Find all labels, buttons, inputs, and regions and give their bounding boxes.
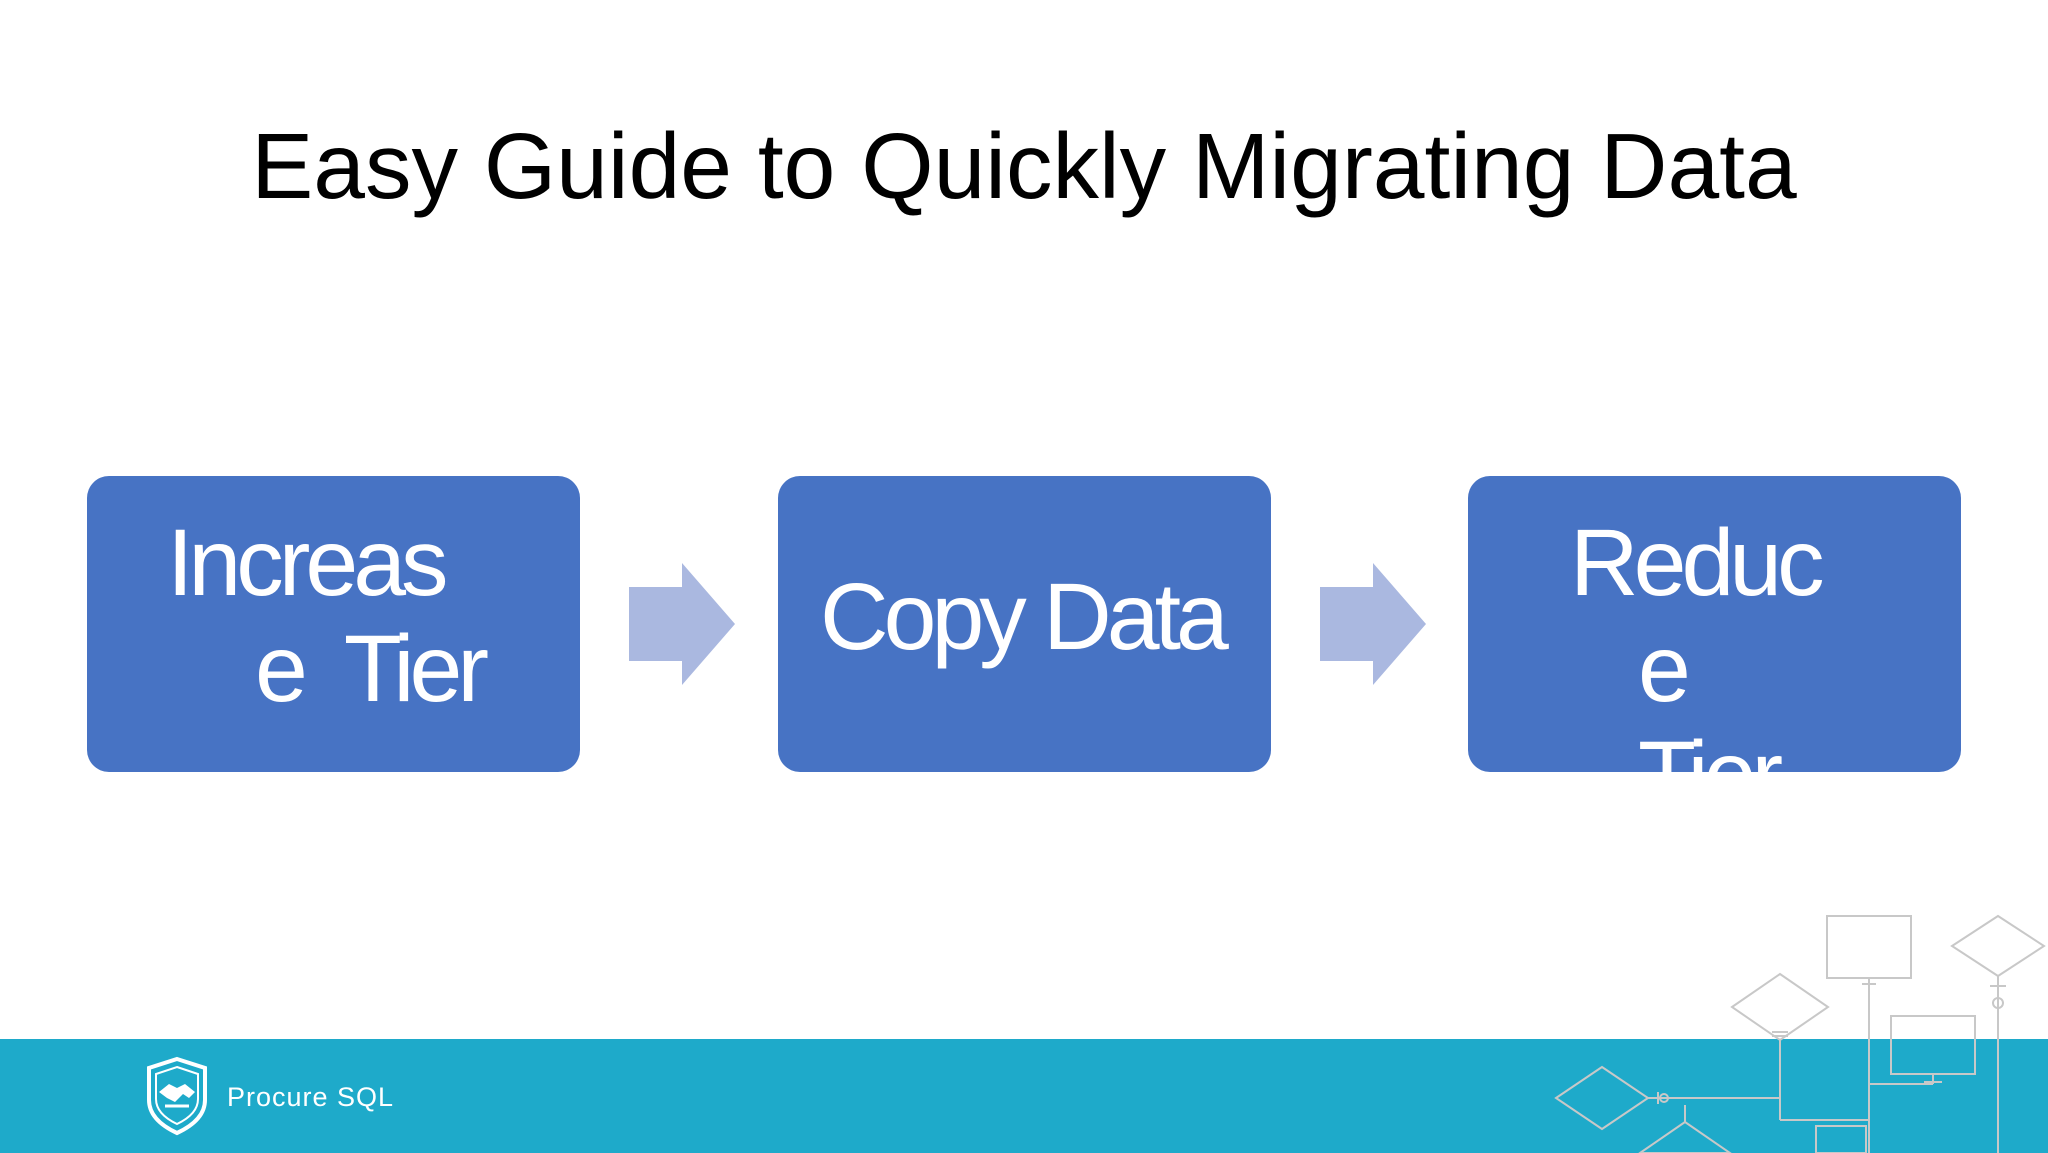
step-box-copy-data: Copy Data [778,476,1271,772]
handshake-shield-icon [147,1056,207,1136]
step-label-line: Increas [167,510,449,616]
step-label-line: Tier [1638,728,1783,773]
slide-title: Easy Guide to Quickly Migrating Data [251,114,1797,218]
step-box-reduce-tier: Reduc e Tier [1468,476,1961,772]
step-label-line: Copy Data [820,564,1229,670]
step-label-line: e [1638,616,1691,722]
step-box-increase-tier: Increas e Tier [87,476,580,772]
step-label-line: Reduc [1570,510,1825,616]
brand-name: Procure SQL [227,1082,395,1112]
footer-band [0,1039,2048,1153]
right-arrow-icon [629,563,735,685]
flowchart-outline-icon [1554,914,2046,1153]
step-label-line: e Tier [255,616,489,722]
right-arrow-icon [1320,563,1426,685]
